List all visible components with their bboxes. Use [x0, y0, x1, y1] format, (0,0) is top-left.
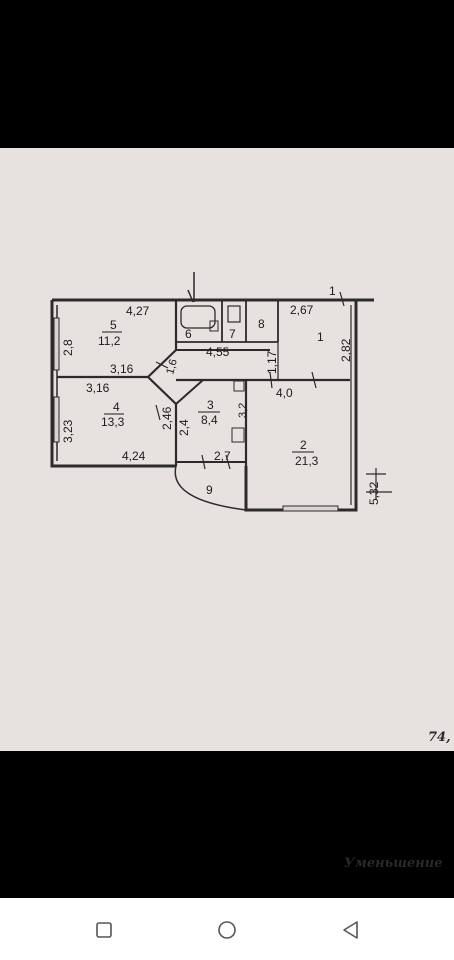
walls	[50, 272, 392, 512]
home-button[interactable]	[213, 916, 241, 944]
back-button[interactable]	[337, 916, 365, 944]
dim-4-27: 4,27	[126, 304, 150, 318]
dim-1: 1	[329, 284, 336, 298]
plan-caption-area: 74,	[428, 730, 451, 745]
room-5-label: 5	[110, 318, 117, 332]
room-9-label: 9	[206, 483, 213, 497]
room-6-label: 6	[185, 327, 192, 341]
room-5-area: 11,2	[98, 334, 121, 348]
room-2-area: 21,3	[295, 454, 319, 468]
dim-3-16-bottom: 3,16	[86, 381, 110, 395]
circle-icon	[218, 921, 236, 939]
room-4-label: 4	[113, 400, 120, 414]
dim-4-0: 4,0	[276, 386, 293, 400]
recent-apps-button[interactable]	[90, 916, 118, 944]
dim-5-32: 5,32	[367, 481, 381, 505]
dim-3-16-top: 3,16	[110, 362, 134, 376]
dim-2-7: 2,7	[214, 449, 231, 463]
room-8-label: 8	[258, 317, 265, 331]
square-icon	[96, 922, 112, 938]
dim-2-4: 2,4	[177, 419, 191, 436]
room-4-area: 13,3	[101, 415, 125, 429]
dim-2-46: 2,46	[160, 406, 174, 430]
dim-1-17: 1,17	[265, 350, 279, 374]
dim-2-82: 2,82	[339, 338, 353, 362]
system-navigation-bar	[0, 898, 454, 960]
triangle-icon	[343, 921, 358, 939]
room-1-label: 1	[317, 330, 324, 344]
plan-caption: Уменьшение	[344, 856, 443, 871]
dim-3-23: 3,23	[61, 419, 75, 443]
dim-1-6: 1,6	[164, 358, 180, 376]
dim-4-24: 4,24	[122, 449, 146, 463]
room-2-label: 2	[300, 438, 307, 452]
dim-4-55: 4,55	[206, 345, 230, 359]
floor-plan-diagram: 5 11,2 4 13,3 3 8,4 2 21,3 1 6 7 8 9 4,2…	[50, 272, 392, 512]
dim-2-8: 2,8	[61, 339, 75, 356]
room-3-area: 8,4	[201, 413, 218, 427]
dim-3-2: 3,2	[237, 403, 249, 418]
room-3-label: 3	[207, 398, 214, 412]
floor-plan-photo: 5 11,2 4 13,3 3 8,4 2 21,3 1 6 7 8 9 4,2…	[0, 148, 454, 871]
room-7-label: 7	[229, 327, 236, 341]
dim-2-67: 2,67	[290, 303, 314, 317]
